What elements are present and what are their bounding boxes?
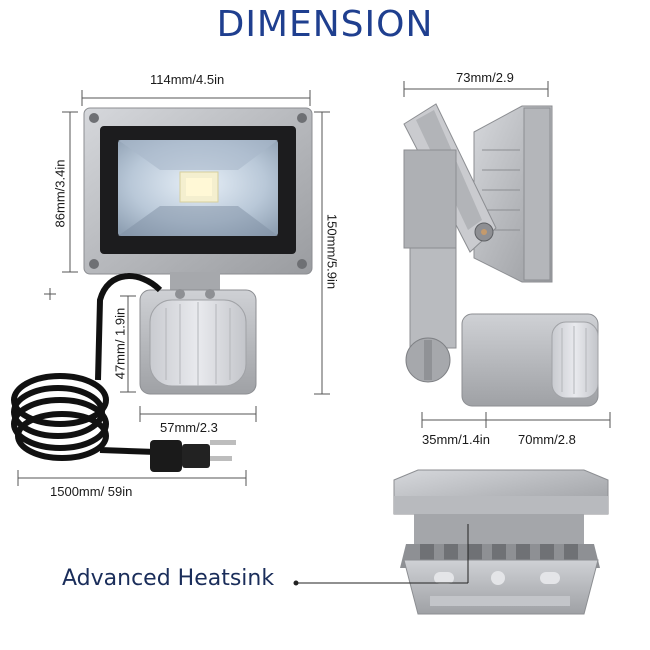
sensor-width-label: 57mm/2.3 xyxy=(160,420,218,435)
cable-length-label: 1500mm/ 59in xyxy=(50,484,133,499)
power-cable xyxy=(11,273,163,461)
sensor-height-dimension-line xyxy=(44,288,136,393)
pir-sensor-front xyxy=(139,272,257,395)
floodlight-side-view xyxy=(403,103,599,407)
side-depth-label: 73mm/2.9 xyxy=(456,70,514,85)
power-plug xyxy=(150,440,236,472)
sensor-depth-label: 35mm/1.4in xyxy=(422,432,490,447)
side-depth-dimension-line xyxy=(403,81,549,97)
front-height-dimension-line xyxy=(62,111,78,273)
heatsink-pointer xyxy=(293,524,469,586)
total-height-dimension-line xyxy=(314,111,330,395)
front-width-label: 114mm/4.5in xyxy=(150,72,225,87)
page-title: DIMENSION xyxy=(216,4,434,45)
cable-length-dimension-line xyxy=(17,470,247,486)
total-height-label: 150mm/5.9in xyxy=(324,213,340,290)
front-height-label: 86mm/3.4in xyxy=(52,159,68,228)
heatsink-view xyxy=(393,469,609,615)
side-sensor-dimension-line xyxy=(421,412,611,428)
front-width-dimension-line xyxy=(81,90,311,106)
sensor-length-label: 70mm/2.8 xyxy=(518,432,576,447)
sensor-height-label: 47mm/ 1.9in xyxy=(112,307,128,380)
floodlight-front-view xyxy=(83,107,313,275)
sensor-width-dimension-line xyxy=(139,406,257,422)
heatsink-label: Advanced Heatsink xyxy=(62,566,275,591)
